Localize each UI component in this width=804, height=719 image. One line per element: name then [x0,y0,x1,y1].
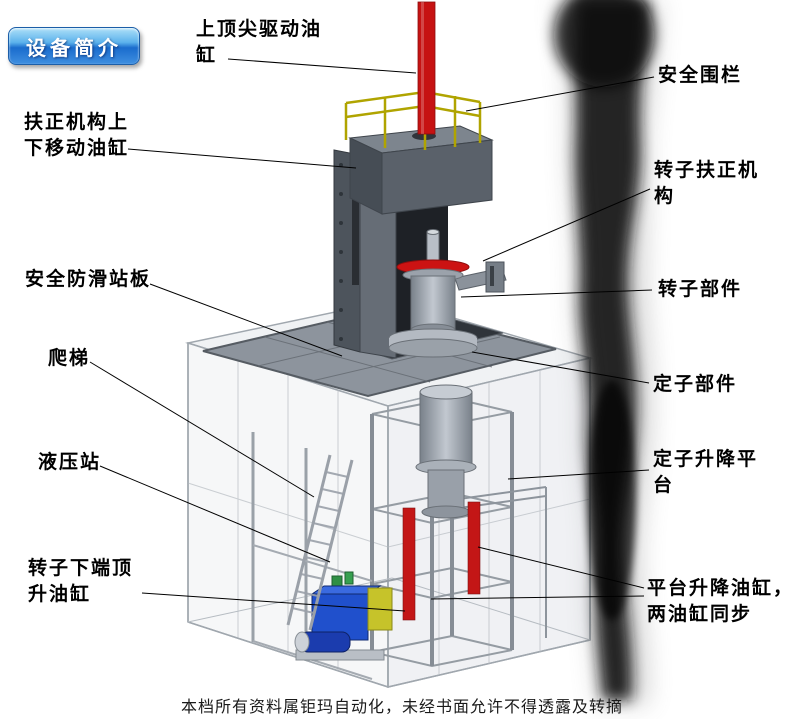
access-ladder [286,454,354,631]
head-box [348,125,494,215]
callout-rotor-bottom-jack-cylinder: 转子下端顶 升油缸 [28,558,134,605]
leader-upper-tip-cylinder [227,58,417,74]
title-badge: 设备简介 [8,27,140,65]
leader-ladder [89,361,315,498]
leader-lines [89,58,655,612]
stator-cylinder [415,384,477,519]
callout-ladder: 爬梯 [48,348,91,369]
leader-platform-cylinder-b [430,595,645,600]
leader-rotor-centering [482,188,651,262]
leader-stator-lift-platform [507,469,650,480]
leader-stator-component [471,351,650,384]
callout-rotor-component: 转子部件 [658,279,743,300]
callout-upper-tip-drive-cylinder: 上顶尖驱动油 缸 [196,19,323,66]
leader-centering-cylinder [127,148,357,169]
copyright-footer: 本档所有资料属钜玛自动化，未经书面允许不得透露及转摘 [180,699,623,716]
leader-hydraulic-station [99,465,331,563]
callout-centering-mechanism-cylinder: 扶正机构上 下移动油缸 [24,112,130,159]
callout-anti-slip-platform: 安全防滑站板 [25,269,152,290]
callout-hydraulic-station: 液压站 [38,452,102,473]
callout-safety-fence: 安全围栏 [658,65,743,86]
callout-rotor-centering-mechanism: 转子扶正机 构 [654,160,760,207]
callout-stator-lift-platform: 定子升降平 台 [653,449,759,496]
leader-rotor-component [460,289,653,298]
ink-smudge [554,0,660,705]
leader-anti-slip-platform [149,283,343,357]
leader-safety-fence [465,76,655,112]
callout-platform-lift-cylinders: 平台升降油缸， 两油缸同步 [647,578,795,625]
top-red-cylinder [417,1,436,135]
rotor-assembly [388,229,507,358]
callout-stator-component: 定子部件 [653,374,738,395]
leader-platform-cylinder-a [477,546,645,589]
leader-rotor-jack-cylinder [141,592,406,612]
